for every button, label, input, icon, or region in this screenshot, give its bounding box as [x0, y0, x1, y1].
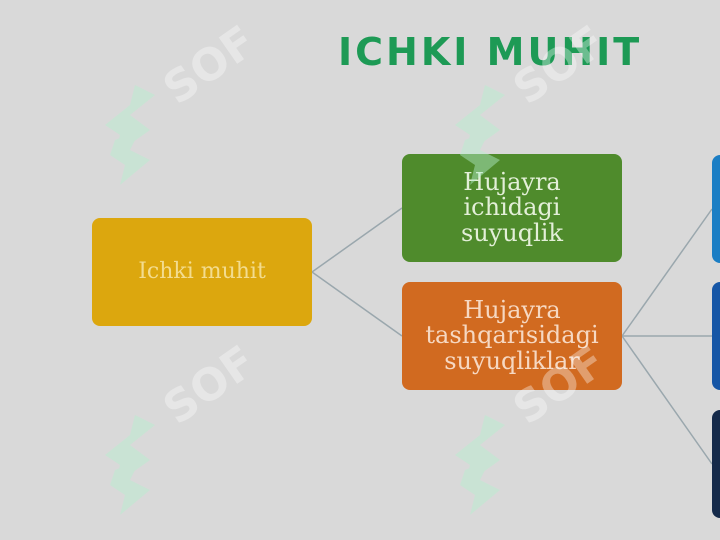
- connector-extracellular-child3: [621, 335, 713, 465]
- watermark-logo-icon: [105, 415, 155, 515]
- watermark-logo-icon: [455, 415, 505, 515]
- node-intracellular-fluid: Hujayra ichidagi suyuqlik: [402, 154, 622, 262]
- node-extracellular-line3: suyuqliklar: [444, 346, 580, 375]
- watermark-logo-icon: [455, 85, 505, 185]
- node-extracellular-line2: tashqarisidagi: [425, 321, 599, 350]
- connector-root-extracellular: [311, 271, 403, 337]
- node-intracellular-line3: suyuqlik: [460, 218, 564, 247]
- connector-root-intracellular: [311, 207, 403, 273]
- node-child-1-partial: [712, 155, 720, 263]
- node-extracellular-line1: Hujayra: [463, 296, 561, 325]
- node-child-3-partial: [712, 410, 720, 518]
- node-ichki-muhit: Ichki muhit: [92, 218, 312, 326]
- node-intracellular-line2: ichidagi: [463, 193, 561, 222]
- page-title: ICHKI MUHIT: [338, 30, 643, 74]
- node-child-2-partial: [712, 282, 720, 390]
- node-ichki-muhit-label: Ichki muhit: [138, 259, 266, 285]
- node-intracellular-line1: Hujayra: [463, 168, 561, 197]
- node-extracellular-fluids: Hujayra tashqarisidagi suyuqliklar: [402, 282, 622, 390]
- watermark-logo-icon: [105, 85, 155, 185]
- connector-extracellular-child1: [621, 208, 713, 337]
